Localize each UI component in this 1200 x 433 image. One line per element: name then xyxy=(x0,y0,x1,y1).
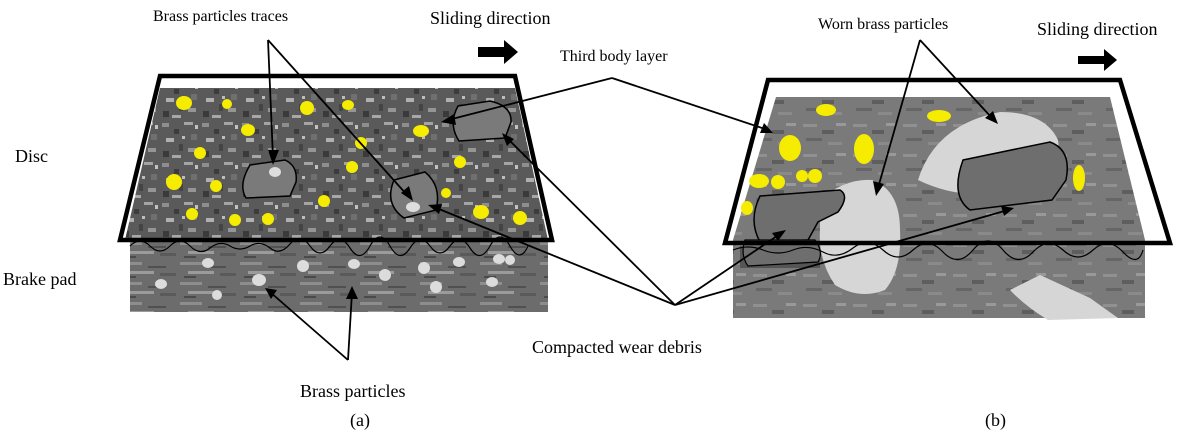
brass-particle xyxy=(454,156,466,168)
pad-particle xyxy=(212,290,222,300)
brass-particle xyxy=(816,104,836,116)
pad-particle xyxy=(505,255,515,265)
brass-particle xyxy=(241,124,255,136)
pad-particle xyxy=(418,262,430,274)
pad-particle xyxy=(493,254,505,264)
brass-particle xyxy=(210,180,222,192)
brass-particle xyxy=(927,110,951,122)
third-body-label: Third body layer xyxy=(560,48,668,65)
brass-particle xyxy=(300,101,314,115)
debris-patch-b xyxy=(753,189,846,243)
right-arrow-icon xyxy=(1078,49,1117,71)
caption-a: (a) xyxy=(350,410,370,430)
interface-line-b xyxy=(732,240,1144,261)
debris-patch-b xyxy=(957,141,1068,211)
brake-pad-block xyxy=(130,240,548,312)
disc-brass-particles xyxy=(166,96,527,226)
brass-particle xyxy=(262,213,274,225)
brass-particle xyxy=(342,100,354,110)
disc-brass-particles-b xyxy=(741,104,1085,215)
brass-traces-label: Brass particles traces xyxy=(153,8,289,25)
disc-frame-b xyxy=(722,77,1174,246)
brake-pad-label: Brake pad xyxy=(3,269,77,289)
brass-particle xyxy=(779,135,801,161)
brass-particle xyxy=(413,125,429,137)
worn-patch xyxy=(1010,275,1118,320)
brass-particles-label: Brass particles xyxy=(300,381,406,401)
pad-particle xyxy=(297,260,309,272)
brass-particle xyxy=(741,201,753,215)
brass-particle xyxy=(749,174,769,188)
panel-a xyxy=(117,39,613,361)
sliding-direction-label-a: Sliding direction xyxy=(430,8,551,28)
pointer-lines-shared xyxy=(433,137,1009,306)
compacted-debris-label: Compacted wear debris xyxy=(532,337,702,357)
brass-particle xyxy=(318,195,330,207)
pointer-lines-b xyxy=(611,39,993,189)
pad-particle xyxy=(430,281,442,293)
pad-particle xyxy=(155,279,167,289)
sliding-direction-label-b: Sliding direction xyxy=(1037,19,1158,39)
brass-trace xyxy=(406,202,420,212)
worn-brass-label: Worn brass particles xyxy=(818,16,949,33)
pad-brass-particles xyxy=(155,254,515,300)
brass-particle xyxy=(229,214,241,226)
pad-particle xyxy=(453,257,465,267)
brass-particle xyxy=(186,208,198,220)
pointer-heads-b xyxy=(760,111,998,196)
disc-surface xyxy=(125,88,548,240)
panel-b xyxy=(611,39,1174,320)
right-arrow-icon xyxy=(478,40,518,64)
pad-particle xyxy=(486,277,498,287)
brass-particle xyxy=(176,96,192,110)
brass-particle xyxy=(346,161,358,173)
pointer-heads-a xyxy=(265,114,456,299)
brass-particle xyxy=(1073,165,1085,191)
pointer-heads-shared xyxy=(428,133,1014,241)
brass-particle xyxy=(854,134,874,164)
brass-particle xyxy=(771,175,785,189)
brass-particle xyxy=(473,205,489,219)
pad-particle xyxy=(202,258,214,268)
pad-particle xyxy=(252,274,266,286)
debris-patch xyxy=(242,159,298,199)
brass-particle xyxy=(808,169,822,183)
brass-particle xyxy=(513,211,527,225)
disc-label: Disc xyxy=(15,146,48,166)
brass-particle xyxy=(166,174,182,190)
caption-b: (b) xyxy=(985,410,1006,430)
brass-particle xyxy=(194,147,206,159)
pad-particle xyxy=(348,259,360,269)
pointer-lines-a xyxy=(267,39,613,361)
pad-particle xyxy=(379,269,391,281)
disc-frame xyxy=(117,73,555,243)
brass-particle xyxy=(222,99,232,109)
brass-particle xyxy=(796,170,808,182)
brass-trace xyxy=(269,167,281,177)
brass-particle xyxy=(441,188,451,198)
